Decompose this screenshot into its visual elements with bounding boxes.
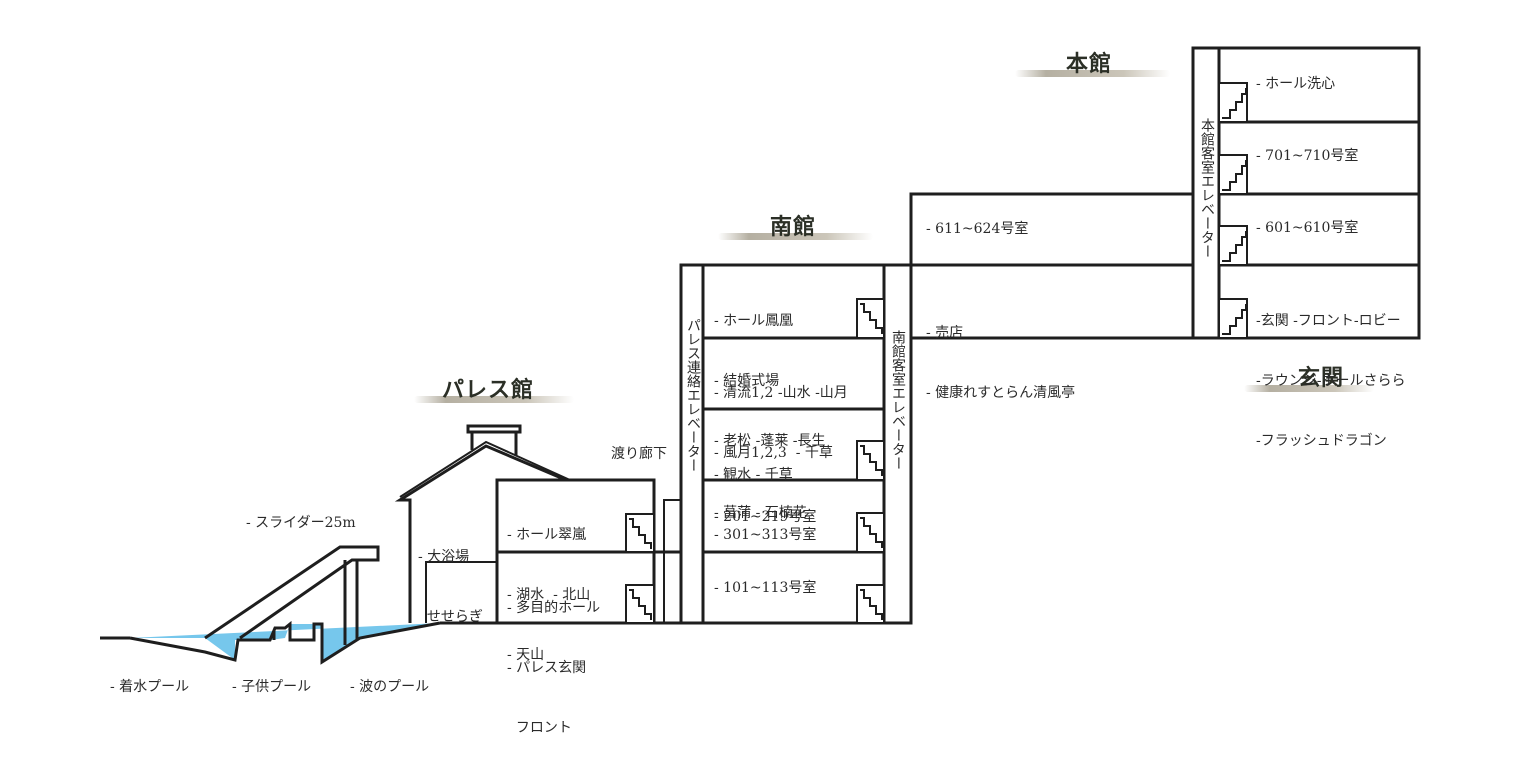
list-item: - 結婚式場 — [714, 373, 780, 389]
building-drawing — [100, 46, 1421, 665]
palace-floor-lower: - 多目的ホール - パレス玄関 フロント — [507, 558, 600, 778]
list-item: - 風月1,2,3 - 千草 — [714, 445, 833, 461]
list-item: - 菖蒲 - 石楠花 — [714, 505, 807, 521]
heading-minamikan: 南館 — [770, 214, 817, 240]
heading-honkan: 本館 — [1066, 51, 1113, 77]
list-item: - パレス玄関 — [507, 660, 587, 676]
slider-label: - スライダー25m — [246, 515, 356, 531]
honkan-floor-entrance: -玄関 -フロント-ロビー -ラウンジ-ホールさらら -フラッシュドラゴン — [1256, 271, 1405, 491]
stair-icon — [1218, 298, 1248, 339]
list-item: せせらぎ — [418, 609, 483, 625]
list-item: - 301~313号室 — [714, 527, 817, 543]
minami-floor-4: - 清流1,2 -山水 -山月 - 風月1,2,3 - 千草 - 菖蒲 - 石楠… — [714, 343, 848, 563]
list-item: - 大浴場 — [418, 549, 470, 565]
stair-icon — [1218, 82, 1248, 123]
honkan-floor-hall: - ホール洗心 — [1256, 76, 1336, 92]
bath-house-structure — [394, 424, 571, 623]
minami-elevator-label: 南館客室エレベーター — [890, 330, 906, 470]
list-item: -ラウンジ-ホールさらら — [1256, 373, 1406, 389]
list-item: - 老松 -蓬莱 -長生 — [714, 433, 826, 449]
palace-floor-upper: - ホール翠嵐 - 湖水 - 北山 - 天山 — [507, 485, 590, 705]
list-item: - 観水 - 千草 — [714, 467, 793, 483]
list-item: - 売店 — [926, 325, 964, 341]
minami-floor-611: - 611~624号室 — [926, 221, 1029, 237]
honkan-floor-601: - 601~610号室 — [1256, 220, 1359, 236]
stair-icon — [856, 584, 885, 624]
pool-water — [130, 623, 440, 662]
heading-brush — [718, 233, 873, 240]
list-item: - 天山 — [507, 647, 545, 663]
minami-floor-5: - ホール鳳凰 - 結婚式場 - 老松 -蓬莱 -長生 — [714, 271, 826, 491]
minami-shop: - 売店 - 健康れすとらん清風亭 — [926, 283, 1075, 443]
stair-icon — [856, 512, 885, 553]
list-item: - 健康れすとらん清風亭 — [926, 385, 1076, 401]
minami-floor-1: - 101~113号室 — [714, 580, 817, 596]
stair-icon — [856, 440, 885, 481]
honkan-structure — [1191, 46, 1421, 340]
building-cross-section: 本館 南館 パレス館 玄関 - ホール洗心 - 701~710号室 - 601~… — [100, 46, 1421, 736]
list-item: - ホール翠嵐 — [507, 527, 587, 543]
stair-icon — [856, 298, 885, 339]
pool-label-landing: - 着水プール — [110, 679, 190, 695]
heading-palace: パレス館 — [442, 377, 535, 403]
stair-icon — [625, 584, 655, 624]
heading-brush — [1015, 70, 1170, 77]
pool-label-wave: - 波のプール — [350, 679, 430, 695]
list-item: - 多目的ホール — [507, 600, 601, 616]
heading-genkan: 玄関 — [1298, 365, 1345, 391]
bath-label: - 大浴場 せせらぎ — [418, 507, 483, 667]
honkan-floor-701: - 701~710号室 — [1256, 148, 1359, 164]
stair-icon — [1218, 225, 1248, 266]
list-item: フロント — [507, 720, 572, 736]
palace-elevator-label: パレス連絡エレベーター — [685, 318, 701, 472]
stair-icon — [625, 513, 655, 553]
stair-icon — [1218, 154, 1248, 195]
minamikan-upper-structure — [909, 192, 1193, 340]
minami-floor-2: - 201~219号室 — [714, 509, 817, 525]
list-item: - ホール鳳凰 — [714, 313, 794, 329]
heading-brush — [1244, 385, 1374, 392]
list-item: - 清流1,2 -山水 -山月 — [714, 385, 848, 401]
list-item: - 湖水 - 北山 — [507, 587, 591, 603]
minami-floor-3: - 観水 - 千草 - 301~313号室 — [714, 425, 816, 585]
corridor-structure — [654, 499, 681, 623]
list-item: -フラッシュドラゴン — [1256, 433, 1387, 449]
pool-area — [129, 545, 441, 665]
pool-label-kids: - 子供プール — [232, 679, 312, 695]
honkan-elevator-label: 本館客室エレベーター — [1199, 118, 1215, 258]
list-item: -玄関 -フロント-ロビー — [1256, 313, 1401, 329]
corridor-label: 渡り廊下 — [611, 446, 667, 462]
heading-brush — [414, 396, 574, 403]
